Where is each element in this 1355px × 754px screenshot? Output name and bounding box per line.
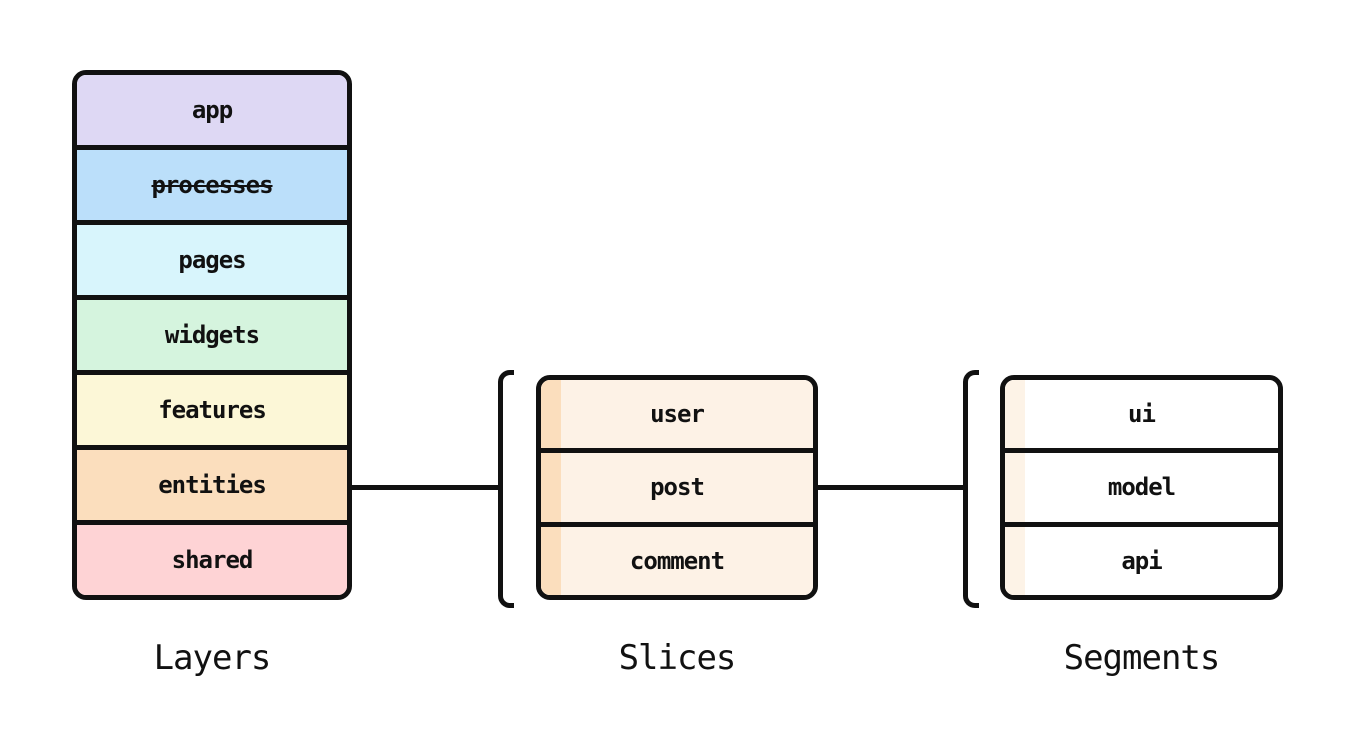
layers-to-slices-connector — [352, 485, 500, 490]
slice-label-post: post — [650, 473, 705, 502]
layer-row-entities: entities — [77, 445, 347, 520]
layer-label-features: features — [158, 396, 267, 424]
layer-label-shared: shared — [171, 546, 254, 574]
segment-label-model: model — [1107, 473, 1176, 502]
segment-label-api: api — [1121, 546, 1162, 575]
layer-row-widgets: widgets — [77, 295, 347, 370]
segment-stripe — [1005, 453, 1025, 522]
layer-row-app: app — [77, 75, 347, 145]
layer-label-processes: processes — [151, 171, 273, 199]
layer-label-entities: entities — [158, 471, 267, 499]
segment-label-ui: ui — [1128, 400, 1156, 429]
segments-stack: ui model api — [1000, 375, 1283, 600]
slice-stripe — [541, 453, 561, 522]
layer-label-widgets: widgets — [164, 321, 260, 349]
segment-stripe — [1005, 380, 1025, 449]
slices-stack: user post comment — [536, 375, 818, 600]
layer-row-pages: pages — [77, 220, 347, 295]
layer-row-features: features — [77, 370, 347, 445]
segment-row-api: api — [1005, 521, 1278, 595]
segments-title: Segments — [1063, 638, 1221, 678]
segment-stripe — [1005, 526, 1025, 595]
slice-row-post: post — [541, 448, 813, 522]
slice-stripe — [541, 526, 561, 595]
slices-title: Slices — [618, 638, 737, 678]
segments-bracket — [963, 370, 979, 608]
layer-label-app: app — [191, 96, 233, 124]
slice-label-comment: comment — [629, 546, 725, 575]
layer-row-processes: processes — [77, 145, 347, 220]
layer-row-shared: shared — [77, 520, 347, 595]
layer-label-pages: pages — [178, 246, 246, 274]
slice-stripe — [541, 380, 561, 449]
slices-to-segments-connector — [818, 485, 965, 490]
layers-title: Layers — [153, 638, 272, 678]
slices-bracket — [498, 370, 514, 608]
layers-stack: app processes pages widgets features ent… — [72, 70, 352, 600]
slice-row-comment: comment — [541, 521, 813, 595]
slice-label-user: user — [650, 400, 705, 429]
segment-row-model: model — [1005, 448, 1278, 522]
segment-row-ui: ui — [1005, 380, 1278, 449]
slice-row-user: user — [541, 380, 813, 449]
